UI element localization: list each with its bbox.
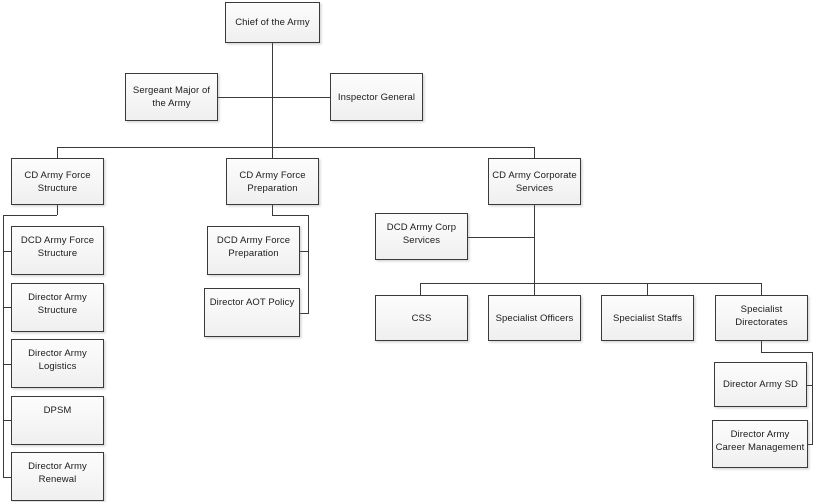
node-label: Director AOT Policy — [209, 297, 295, 308]
connector-spur-director-army-renewal — [3, 477, 11, 478]
connector-mid-branch-spine — [308, 215, 309, 313]
node-label: CD Army Force Preparation — [239, 169, 306, 194]
node-specialist-directorates[interactable]: Specialist Directorates — [715, 295, 808, 341]
node-label: DCD Army Force Structure — [20, 235, 95, 259]
node-label: Sergeant Major of the Army — [132, 85, 211, 109]
connector-sergeant-major — [217, 97, 273, 98]
node-label: Specialist Officers — [495, 312, 574, 324]
connector-drop-specialist-directorates — [761, 283, 762, 295]
node-cd-army-force-preparation[interactable]: CD Army Force Preparation — [226, 158, 319, 205]
node-label: Director Army SD — [723, 379, 798, 390]
connector-dcd-corp-services — [468, 237, 535, 238]
node-label: Director Army Renewal — [28, 461, 87, 485]
node-label: Inspector General — [337, 91, 416, 103]
connector-spur-dcd-force-structure — [3, 251, 11, 252]
node-inspector-general[interactable]: Inspector General — [330, 73, 423, 121]
node-dcd-army-force-structure[interactable]: DCD Army Force Structure — [11, 226, 104, 275]
node-label: Chief of the Army — [235, 17, 310, 28]
connector-services-distributor — [420, 283, 762, 284]
connector-left-branch-stub-down — [57, 205, 58, 215]
connector-drop-css — [420, 283, 421, 295]
node-label: Specialist Directorates — [735, 304, 788, 328]
node-css[interactable]: CSS — [375, 295, 468, 341]
node-sergeant-major-of-the-army[interactable]: Sergeant Major of the Army — [125, 73, 218, 121]
connector-left-branch-stub-across — [3, 215, 57, 216]
node-director-army-logistics[interactable]: Director Army Logistics — [11, 339, 104, 388]
node-label: DCD Army Corp Services — [386, 222, 457, 246]
connector-spur-director-army-structure — [3, 307, 11, 308]
connector-spur-director-army-career-mgmt — [804, 444, 813, 445]
node-label: Director Army Structure — [28, 292, 87, 316]
connector-root-trunk — [272, 43, 273, 147]
connector-right-branch-spine — [534, 205, 535, 295]
node-director-aot-policy[interactable]: Director AOT Policy — [204, 288, 300, 337]
connector-drop-specialist-officers — [534, 283, 535, 295]
connector-drop-cd-force-structure — [57, 147, 58, 158]
node-label: CD Army Corporate Services — [492, 169, 577, 194]
node-specialist-staffs[interactable]: Specialist Staffs — [601, 295, 694, 341]
connector-mid-branch-stub-across — [272, 215, 309, 216]
connector-spec-dir-spine — [812, 352, 813, 444]
connector-spur-dcd-force-preparation — [300, 251, 309, 252]
node-label: Director Army Logistics — [28, 348, 87, 372]
connector-spur-director-aot-policy — [300, 313, 309, 314]
connector-left-branch-spine — [3, 215, 4, 477]
node-label: Specialist Staffs — [612, 312, 683, 324]
connector-mid-branch-stub-down — [272, 205, 273, 215]
node-specialist-officers[interactable]: Specialist Officers — [488, 295, 581, 341]
connector-spur-director-army-sd — [804, 385, 813, 386]
connector-inspector-general — [272, 97, 331, 98]
node-cd-army-force-structure[interactable]: CD Army Force Structure — [11, 158, 104, 205]
node-label: CSS — [411, 312, 432, 324]
node-dcd-army-corp-services[interactable]: DCD Army Corp Services — [375, 213, 468, 260]
connector-spec-dir-stub-down — [761, 341, 762, 352]
connector-spur-director-army-logistics — [3, 364, 11, 365]
node-label: DCD Army Force Preparation — [216, 235, 291, 259]
node-label: CD Army Force Structure — [24, 169, 91, 194]
connector-drop-specialist-staffs — [647, 283, 648, 295]
node-label: Director Army Career Management — [715, 429, 805, 453]
node-dpsm[interactable]: DPSM — [11, 396, 104, 445]
node-label: DPSM — [43, 405, 72, 416]
node-cd-army-corporate-services[interactable]: CD Army Corporate Services — [488, 158, 581, 205]
node-director-army-renewal[interactable]: Director Army Renewal — [11, 452, 104, 501]
connector-spec-dir-stub-across — [761, 352, 813, 353]
connector-spur-dpsm — [3, 420, 11, 421]
node-director-army-sd[interactable]: Director Army SD — [714, 362, 807, 407]
node-dcd-army-force-preparation[interactable]: DCD Army Force Preparation — [207, 226, 300, 275]
connector-level2-distributor — [57, 147, 535, 148]
node-director-army-career-management[interactable]: Director Army Career Management — [712, 420, 808, 468]
connector-drop-cd-corporate-services — [534, 147, 535, 158]
node-director-army-structure[interactable]: Director Army Structure — [11, 283, 104, 332]
node-chief-of-the-army[interactable]: Chief of the Army — [225, 2, 320, 43]
connector-drop-cd-force-preparation — [272, 147, 273, 158]
